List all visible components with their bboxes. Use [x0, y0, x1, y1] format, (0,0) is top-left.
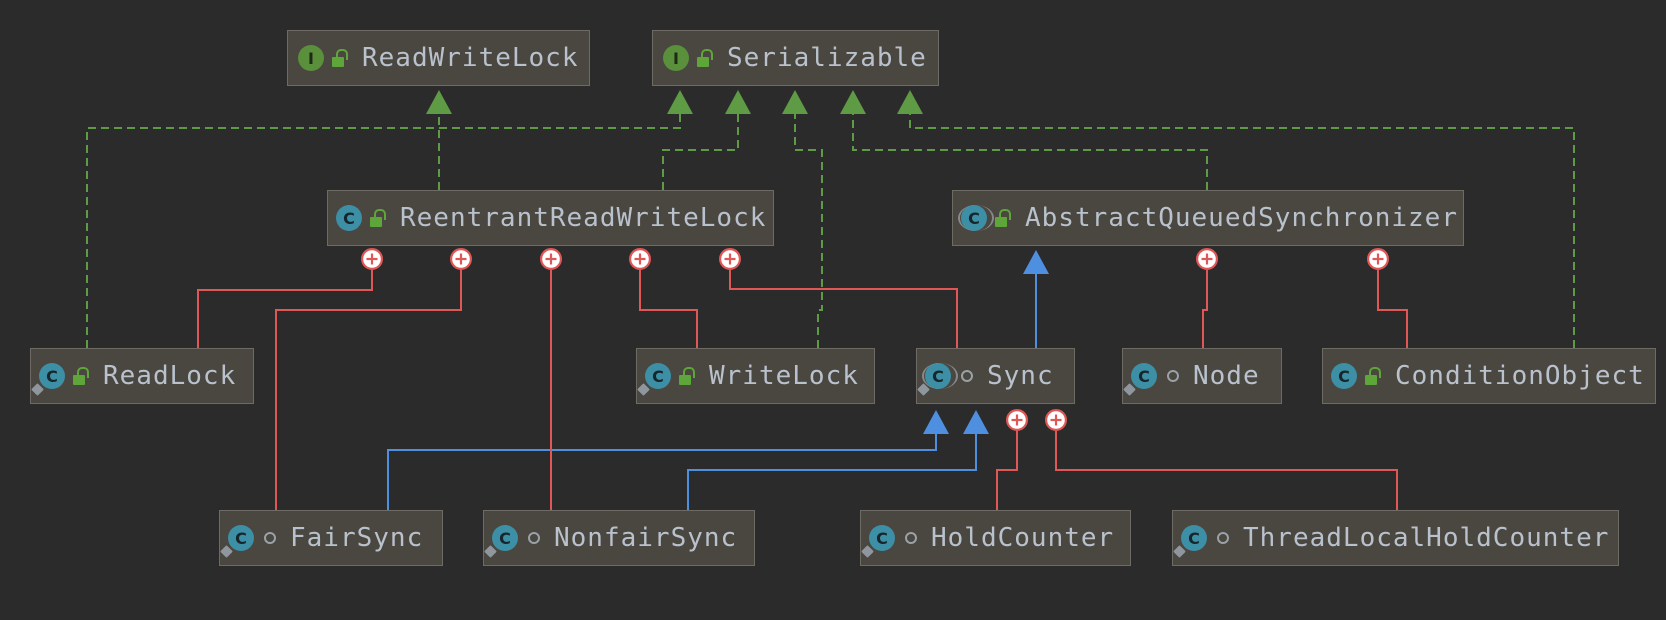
class-icon: C — [1173, 525, 1207, 558]
arrowhead — [897, 90, 923, 114]
class-icon: C — [31, 363, 65, 396]
inner-class-marker — [629, 248, 651, 270]
node-readwritelock[interactable]: I ReadWriteLock — [287, 30, 590, 86]
node-label: WriteLock — [709, 361, 859, 391]
interface-icon: I — [663, 45, 689, 71]
public-lock-icon — [995, 209, 1011, 227]
static-pin-icon — [637, 383, 650, 396]
implements-arrowheads — [426, 90, 923, 114]
arrowhead — [426, 90, 452, 114]
edge-nonfairsync-sync — [687, 432, 977, 510]
class-icon: C — [637, 363, 671, 396]
node-node[interactable]: C Node — [1122, 348, 1282, 404]
node-label: ReadLock — [103, 361, 237, 391]
node-label: ThreadLocalHoldCounter — [1243, 523, 1610, 553]
node-label: Node — [1193, 361, 1260, 391]
static-pin-icon — [1173, 545, 1186, 558]
node-label: HoldCounter — [931, 523, 1115, 553]
class-icon: C — [336, 205, 362, 231]
package-private-dot-icon — [961, 370, 973, 382]
node-fairsync[interactable]: C FairSync — [219, 510, 443, 566]
node-threadlocalholdcounter[interactable]: C ThreadLocalHoldCounter — [1172, 510, 1619, 566]
inner-class-marker — [719, 248, 741, 270]
interface-icon: I — [298, 45, 324, 71]
inner-class-edges — [197, 270, 1408, 510]
static-pin-icon — [220, 545, 233, 558]
node-abstractqueuedsynchronizer[interactable]: C AbstractQueuedSynchronizer — [952, 190, 1464, 246]
static-pin-icon — [31, 383, 44, 396]
class-icon: C — [220, 525, 254, 558]
package-private-dot-icon — [528, 532, 540, 544]
node-writelock[interactable]: C WriteLock — [636, 348, 875, 404]
extends-arrowheads — [923, 250, 1049, 434]
edge-readlock-serializable — [86, 112, 681, 348]
class-icon: C — [1123, 363, 1157, 396]
inner-class-marker — [1367, 248, 1389, 270]
static-pin-icon — [484, 545, 497, 558]
extends-edges — [387, 272, 1037, 510]
node-sync[interactable]: C Sync — [916, 348, 1075, 404]
class-icon: C — [484, 525, 518, 558]
public-lock-icon — [332, 49, 348, 67]
edge-sync-reentrantreadwritelock — [729, 270, 958, 348]
abstract-class-icon: C — [917, 363, 958, 396]
implements-edges — [86, 112, 1575, 348]
public-lock-icon — [697, 49, 713, 67]
node-serializable[interactable]: I Serializable — [652, 30, 939, 86]
node-label: ReentrantReadWriteLock — [400, 203, 767, 233]
edge-readlock-reentrantreadwritelock — [197, 270, 373, 348]
node-label: ReadWriteLock — [362, 43, 579, 73]
static-pin-icon — [861, 545, 874, 558]
arrowhead — [725, 90, 751, 114]
node-reentrantreadwritelock[interactable]: C ReentrantReadWriteLock — [327, 190, 774, 246]
arrowhead — [963, 410, 989, 434]
arrowhead — [667, 90, 693, 114]
node-readlock[interactable]: C ReadLock — [30, 348, 254, 404]
node-label: Sync — [987, 361, 1054, 391]
inner-class-marker — [1045, 409, 1067, 431]
node-label: NonfairSync — [554, 523, 738, 553]
package-private-dot-icon — [1217, 532, 1229, 544]
public-lock-icon — [1365, 367, 1381, 385]
arrowhead — [1023, 250, 1049, 274]
node-nonfairsync[interactable]: C NonfairSync — [483, 510, 755, 566]
inner-class-marker — [1196, 248, 1218, 270]
public-lock-icon — [370, 209, 386, 227]
static-pin-icon — [1123, 383, 1136, 396]
edge-aqs-serializable — [852, 112, 1208, 190]
edge-holdcounter-sync — [996, 430, 1018, 510]
inner-class-marker — [540, 248, 562, 270]
arrowhead — [782, 90, 808, 114]
edge-conditionobject-serializable — [909, 112, 1575, 348]
inner-class-marker — [1006, 409, 1028, 431]
edge-conditionobject-aqs — [1377, 270, 1408, 348]
node-holdcounter[interactable]: C HoldCounter — [860, 510, 1131, 566]
edge-reentrantreadwritelock-serializable — [662, 112, 739, 190]
edge-node-aqs — [1202, 270, 1208, 348]
edge-threadlocalholdcounter-sync — [1055, 430, 1398, 510]
edge-writelock-serializable — [794, 112, 823, 348]
node-label: Serializable — [727, 43, 927, 73]
edge-writelock-reentrantreadwritelock — [639, 270, 698, 348]
static-pin-icon — [917, 383, 930, 396]
edge-fairsync-sync — [387, 432, 937, 510]
public-lock-icon — [73, 367, 89, 385]
public-lock-icon — [679, 367, 695, 385]
node-label: AbstractQueuedSynchronizer — [1025, 203, 1458, 233]
package-private-dot-icon — [264, 532, 276, 544]
package-private-dot-icon — [905, 532, 917, 544]
arrowhead — [840, 90, 866, 114]
package-private-dot-icon — [1167, 370, 1179, 382]
edge-fairsync-reentrantreadwritelock — [275, 270, 462, 510]
node-conditionobject[interactable]: C ConditionObject — [1322, 348, 1656, 404]
inner-class-marker — [361, 248, 383, 270]
class-icon: C — [1331, 363, 1357, 389]
node-label: FairSync — [290, 523, 424, 553]
abstract-class-icon: C — [958, 205, 994, 231]
arrowhead — [923, 410, 949, 434]
node-label: ConditionObject — [1395, 361, 1645, 391]
class-icon: C — [861, 525, 895, 558]
inner-class-marker — [450, 248, 472, 270]
